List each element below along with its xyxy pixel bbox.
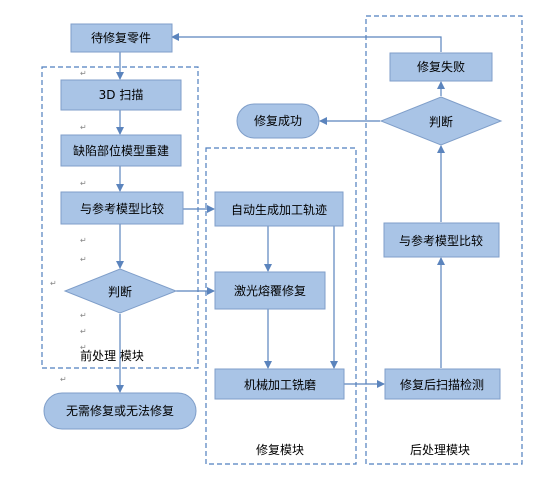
pre-processing-module-frame	[41, 66, 199, 369]
label-no-repair: 无需修复或无法修复	[66, 403, 174, 418]
box-repair-fail[interactable]	[389, 52, 493, 82]
decision-nodes: 判断 判断	[63, 96, 503, 314]
box-laser-clad[interactable]	[214, 271, 326, 310]
box-auto-path[interactable]	[214, 191, 344, 227]
label-compare-ref-pre: 与参考模型比较	[80, 201, 164, 216]
module-label-post: 后处理模块	[410, 443, 470, 457]
post-processing-module-frame	[365, 15, 523, 465]
terminal-nodes: 修复成功 无需修复或无法修复	[43, 103, 320, 430]
svg-text:↵: ↵	[80, 69, 87, 78]
terminal-no-repair[interactable]	[43, 392, 197, 430]
connectors	[116, 33, 445, 393]
module-label-pre: 前处理 模块	[80, 348, 144, 363]
svg-text:↵: ↵	[60, 375, 67, 384]
svg-text:↵: ↵	[80, 327, 87, 336]
svg-text:↵: ↵	[80, 123, 87, 132]
svg-text:↵: ↵	[50, 279, 57, 288]
box-pending-parts[interactable]	[70, 23, 173, 53]
svg-text:↵: ↵	[80, 179, 87, 188]
label-repair-fail: 修复失败	[417, 59, 465, 74]
diamond-judge-post[interactable]	[379, 96, 503, 146]
svg-text:↵: ↵	[80, 311, 87, 320]
repair-module-frame	[205, 147, 357, 465]
label-judge-pre: 判断	[108, 284, 132, 299]
svg-text:↵: ↵	[80, 343, 87, 352]
process-boxes: 待修复零件 3D 扫描 缺陷部位模型重建 与参考模型比较 自动生成加工轨迹 激光…	[60, 23, 501, 400]
diamond-judge-pre[interactable]	[63, 268, 178, 314]
box-compare-ref-post[interactable]	[383, 222, 500, 258]
label-pending-parts: 待修复零件	[91, 30, 151, 45]
box-3d-scan[interactable]	[60, 79, 182, 111]
label-auto-path: 自动生成加工轨迹	[231, 203, 327, 217]
box-machining[interactable]	[214, 368, 345, 400]
module-label-repair: 修复模块	[256, 442, 304, 457]
box-defect-rebuild[interactable]	[60, 134, 182, 167]
label-judge-post: 判断	[429, 114, 453, 129]
label-repair-success: 修复成功	[254, 113, 302, 128]
box-post-scan[interactable]	[384, 368, 501, 400]
label-defect-rebuild: 缺陷部位模型重建	[73, 143, 169, 158]
label-post-scan: 修复后扫描检测	[400, 377, 484, 392]
svg-text:↵: ↵	[80, 255, 87, 264]
label-compare-ref-post: 与参考模型比较	[399, 233, 483, 248]
box-compare-ref-pre[interactable]	[60, 191, 184, 225]
label-machining: 机械加工铣磨	[244, 377, 316, 392]
label-laser-clad: 激光熔覆修复	[234, 283, 306, 298]
arrow-fail-to-pending	[171, 33, 442, 52]
svg-text:↵: ↵	[80, 236, 87, 245]
label-3d-scan: 3D 扫描	[99, 88, 144, 102]
paragraph-marks: ↵ ↵ ↵ ↵ ↵ ↵ ↵ ↵ ↵ ↵	[50, 69, 87, 384]
terminal-repair-success[interactable]	[236, 103, 320, 139]
